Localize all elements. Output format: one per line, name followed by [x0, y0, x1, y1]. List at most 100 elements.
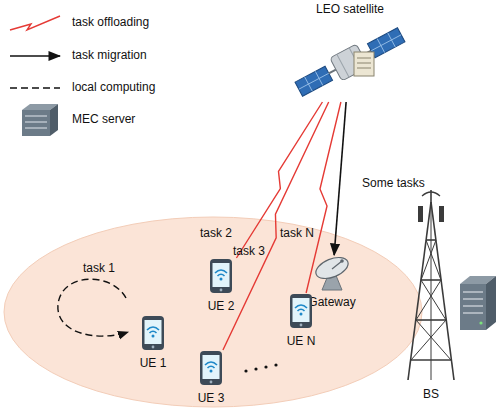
base-station-tower — [398, 188, 464, 382]
phone-icon-part — [145, 320, 162, 344]
base-station-tower-part — [421, 240, 436, 280]
offloading-sample — [10, 16, 60, 30]
base-station-tower-part — [416, 320, 451, 360]
server-slot — [25, 115, 47, 116]
phone-icon — [209, 258, 233, 294]
edge-label: Some tasks — [362, 176, 425, 191]
server-slot — [25, 121, 47, 122]
phone-icon-part — [298, 309, 305, 311]
base-station-tower-part — [416, 319, 446, 321]
satellite-icon-part — [295, 66, 333, 96]
ellipsis-dot — [264, 365, 267, 368]
base-station-tower-part — [422, 192, 440, 196]
legend-text: task offloading — [72, 15, 149, 30]
base-station-tower-part — [411, 320, 446, 360]
server-slot — [463, 291, 483, 292]
gateway-dish-icon-part — [313, 255, 351, 283]
offloading-link — [306, 102, 341, 293]
base-station-tower-part — [431, 202, 432, 380]
satellite-icon-part — [357, 58, 371, 59]
task-label: task 1 — [83, 261, 115, 276]
phone-icon-part — [152, 335, 155, 338]
ellipsis-dot — [254, 367, 257, 370]
satellite-node: LEO satellite — [290, 2, 410, 102]
phone-icon-part — [215, 270, 227, 273]
node-label: UE 1 — [131, 356, 175, 371]
server-sample — [22, 104, 58, 136]
phone-icon-part — [220, 289, 223, 292]
user-equipment: UE 2 — [199, 258, 243, 314]
gateway-dish-icon-part — [340, 259, 344, 263]
offloading-link — [223, 102, 329, 350]
satellite-icon-part — [293, 23, 408, 100]
base-station-tower-part — [411, 359, 451, 361]
server-led — [479, 321, 482, 324]
base-station-tower-part — [439, 206, 444, 222]
phone-icon-part — [147, 327, 159, 330]
bs-mec-server — [460, 276, 496, 330]
gateway-dish-icon — [300, 255, 364, 291]
phone-icon-part — [142, 316, 164, 350]
edge-label: task N — [280, 226, 314, 241]
satellite-icon-part — [371, 35, 401, 51]
node-label: UE 3 — [189, 391, 233, 406]
phone-icon-part — [152, 346, 155, 349]
ellipsis-dot — [244, 369, 247, 372]
edge-label: task 2 — [200, 226, 232, 241]
phone-icon — [289, 293, 313, 329]
phone-icon-part — [295, 305, 307, 308]
node-label: BS — [398, 387, 464, 402]
base-station-tower-part — [426, 239, 436, 241]
satellite-icon-part — [299, 73, 329, 89]
node-label: LEO satellite — [290, 2, 410, 17]
phone-icon-part — [300, 324, 303, 327]
base-station-tower-part — [416, 280, 441, 320]
phone-icon-part — [210, 381, 213, 384]
phone-icon-part — [210, 259, 232, 293]
ellipsis-dot — [274, 363, 277, 366]
phone-icon-part — [150, 331, 157, 333]
server-slot — [463, 312, 483, 313]
base-station-tower-part — [421, 280, 446, 320]
legend-text: task migration — [72, 48, 147, 63]
phone-icon-part — [293, 298, 310, 322]
satellite-icon-part — [357, 63, 371, 64]
server-front — [22, 110, 50, 136]
local-computing-sample — [10, 87, 60, 88]
server-side — [50, 104, 58, 136]
node-label: UE N — [279, 334, 323, 349]
base-station-tower-part — [408, 202, 454, 380]
server-slot — [25, 127, 47, 128]
phone-icon-part — [205, 362, 217, 365]
base-station-tower-part — [421, 279, 441, 281]
server-front — [460, 284, 486, 330]
offloading-link — [236, 102, 322, 258]
phone-icon-part — [208, 366, 215, 368]
satellite-icon-part — [337, 54, 349, 77]
migration-sample — [10, 55, 60, 57]
phone-icon — [199, 350, 223, 386]
phone-icon-part — [210, 370, 213, 373]
phone-icon — [141, 315, 165, 351]
edge-label: task 3 — [233, 244, 265, 259]
legend-text: MEC server — [72, 112, 135, 127]
satellite-icon-part — [329, 70, 336, 74]
server-side — [486, 276, 496, 330]
user-equipment: UE 1 — [131, 315, 175, 371]
legend-text: local computing — [72, 80, 155, 95]
gateway-dish-icon-part — [332, 261, 342, 269]
server-slot — [463, 305, 483, 306]
user-equipment: UE N — [279, 293, 323, 349]
satellite-icon-part — [354, 52, 374, 76]
phone-icon-part — [200, 351, 222, 385]
phone-icon-part — [203, 355, 220, 379]
satellite-icon-part — [357, 68, 371, 69]
base-station-node: BS — [398, 188, 464, 402]
node-label: UE 2 — [199, 299, 243, 314]
phone-icon-part — [218, 274, 225, 276]
local-computing-loop — [58, 279, 128, 336]
migration-arrow — [334, 102, 346, 255]
phone-icon-part — [290, 294, 312, 328]
phone-icon-part — [220, 278, 223, 281]
